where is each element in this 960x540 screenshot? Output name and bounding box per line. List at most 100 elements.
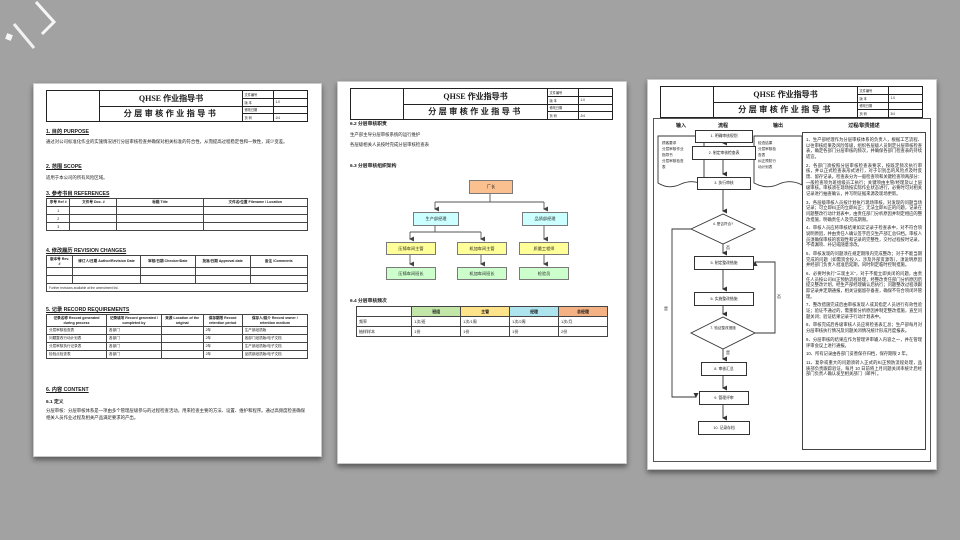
- input-line: 分层审核作业: [662, 147, 684, 152]
- version-value: 1.0: [275, 100, 280, 105]
- cell: [69, 206, 118, 215]
- section-6-2-line1: 生产部主导分层审核系统的运行维护: [350, 132, 421, 137]
- description-paragraph: 9、分层审核的结果应作为管理评审输入内容之一，并在管理评审会议上进行通报。: [806, 336, 922, 348]
- cell: [202, 206, 309, 215]
- cell: 检验点检查表: [45, 350, 108, 359]
- input-line: 表: [662, 165, 666, 170]
- version-label: 版 本: [548, 96, 579, 104]
- version-label: 版 本: [858, 94, 889, 102]
- doc-no-label: 文件编号: [858, 87, 889, 94]
- col-header: 标题 Title: [116, 198, 204, 207]
- page-number: 3/4: [890, 111, 895, 116]
- cell: [69, 222, 118, 231]
- cell: 各部门: [106, 334, 162, 343]
- corner-decoration: [5, 0, 57, 49]
- flow-step-10: 10. 记录存档: [698, 421, 750, 435]
- section-6-2-line2: 各层级相关人员按时完成分层审核检查表: [350, 142, 430, 147]
- flow-step-2: 2. 制定审核检查表: [692, 146, 756, 160]
- col-header: 修订人/日期 Author/Revision Date: [72, 255, 141, 268]
- section-6-2-heading: 6.2 分层审核职责: [350, 122, 387, 127]
- page-label: 页 码: [548, 112, 579, 119]
- section-6-4-heading: 6.4 分层审核频次: [350, 299, 387, 304]
- version-value: 1.0: [580, 98, 585, 103]
- output-document-text: 检查结果 分层审核检 查表 纠正预防行 动计划表: [758, 140, 800, 171]
- table-row: 1: [45, 206, 309, 215]
- cell: 1次/月: [558, 316, 608, 327]
- output-line: 动计划表: [758, 165, 773, 170]
- cell: [202, 222, 309, 231]
- cell: [160, 342, 204, 351]
- column-header-process: 流程: [717, 123, 728, 129]
- table-row: [45, 275, 309, 284]
- cell: [45, 275, 74, 284]
- rev-date-label: 修改日期: [243, 106, 274, 114]
- output-line: 纠正预防行: [758, 159, 776, 164]
- flow-step-7-decision: 7. 验证整改措施: [710, 326, 736, 330]
- branch-label-yes: 是: [664, 306, 668, 311]
- flow-step-4-decision: 4. 是否符合?: [712, 222, 734, 226]
- cell: [160, 350, 204, 359]
- flow-step-3: 3. 执行审核: [697, 177, 751, 190]
- cell: 1份: [411, 326, 462, 337]
- description-paragraph: 11、复杂或重大的问题须转入正式的纠正预防流程处理，品质部负责跟踪验证，每月 1…: [806, 359, 922, 377]
- cell: 1次/班: [411, 316, 462, 327]
- table-row: [45, 267, 309, 276]
- doc-no-label: 文件编号: [243, 91, 274, 98]
- page-number: 2/4: [580, 113, 585, 118]
- doc-title-line1: QHSE 作业指导书: [404, 89, 547, 105]
- doc-title-line2: 分层审核作业指导书: [738, 105, 833, 115]
- page-label: 页 码: [858, 110, 889, 117]
- cell: [139, 267, 196, 276]
- rev-date-value: [579, 105, 613, 112]
- cell: 2年: [202, 334, 243, 343]
- description-paragraph: 6、必要时执行“三现主义”，对于不能立即关闭的问题，由责任人员按公司纠正预防流程…: [806, 271, 923, 299]
- cell: 1份: [460, 326, 511, 337]
- cell: [72, 275, 141, 284]
- org-node-quality-manager: 品质部经理: [522, 212, 568, 226]
- description-paragraph: 4、审核人员应将审核结果如实记录于检查表中，对不符合项说明原因，并由责任人确认签…: [806, 225, 923, 248]
- section-1-text: 通过对公司标准化作业的实施情况进行分层审核检查并确保对相关标准的符合性，从而提高…: [46, 139, 288, 144]
- section-2-heading: 2. 范围 SCOPE: [46, 164, 82, 170]
- section-6-1-text: 分层审核：分层审核体系是一项由多个管理层级参与的过程检查活动，用来检查主要的方法…: [46, 408, 306, 421]
- cell: 2年: [202, 326, 243, 335]
- cell: [139, 275, 196, 284]
- cell: 分层审核执行记录表: [45, 342, 108, 351]
- output-line: 检查结果: [758, 141, 773, 145]
- flowchart-frame: [653, 118, 931, 462]
- col-header-team: 班组: [411, 306, 462, 317]
- flow-step-6: 6. 实施整改措施: [694, 292, 754, 306]
- rev-date-value: [274, 107, 308, 114]
- cell: [45, 267, 74, 276]
- section-2-text: 适用于本公司的所有风险区域。: [46, 175, 108, 180]
- cell: [194, 267, 251, 276]
- table-row: 2: [45, 214, 309, 223]
- cell: 生产部纸质版: [241, 326, 309, 335]
- logo-cell: [47, 91, 100, 121]
- cell: 品质部纸质版/电子文档: [241, 350, 309, 359]
- doc-no-label: 文件编号: [548, 89, 579, 96]
- table-note-row: Further revisions available at the amend…: [46, 283, 308, 292]
- col-header: 保存期限 Record retention period: [202, 314, 243, 327]
- col-header: 序号 Ref #: [45, 198, 71, 207]
- doc-no-value: [579, 89, 613, 96]
- cell: 3: [45, 222, 71, 231]
- org-node-machining-leader: 机加车间班长: [457, 267, 507, 280]
- description-paragraph: 1、生产部经理作为分层审核体系的负责人，根据工艺流程、以往审核结果及风险等级，组…: [806, 137, 923, 160]
- cell: [249, 275, 309, 284]
- section-5-heading: 5. 记录 RECORD REQUIREMENTS: [46, 307, 130, 313]
- section-6-1-heading: 6.1 定义: [46, 400, 64, 405]
- col-header: 保存人/媒介 Record owner / retention medium: [241, 314, 309, 327]
- cell: 各部门纸质版/电子文档: [241, 334, 309, 343]
- input-line: 分层审核检查: [662, 159, 684, 164]
- col-header-supervisor: 主管: [460, 306, 511, 317]
- table-row: 3: [45, 222, 309, 231]
- section-1-heading: 1. 目的 PURPOSE: [46, 129, 89, 135]
- logo-cell: [351, 89, 404, 119]
- section-6-3-heading: 6.3 分层审核组织架构: [350, 164, 397, 169]
- col-header: 文件名/位置 Filename / Location: [202, 198, 309, 207]
